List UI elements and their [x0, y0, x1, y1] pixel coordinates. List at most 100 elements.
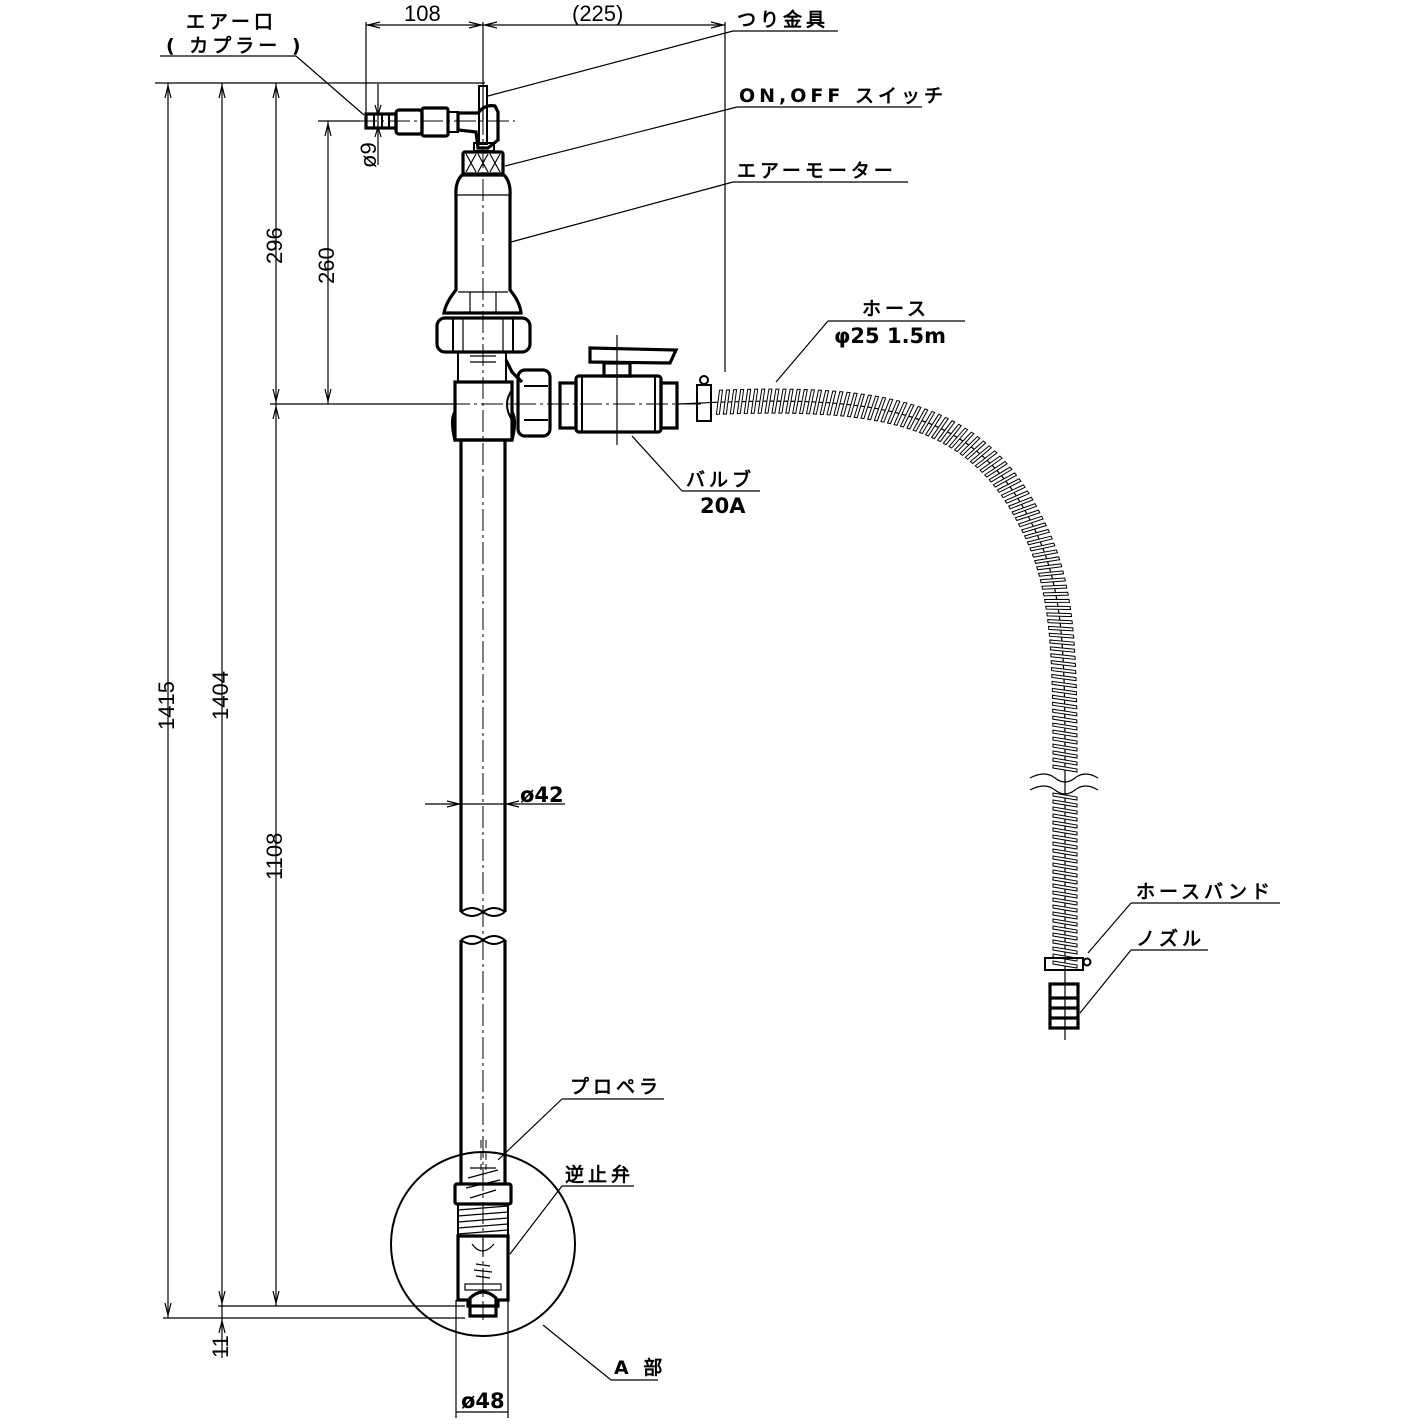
dim-o42: ø42 — [520, 783, 564, 807]
check-valve-seat — [464, 1283, 502, 1291]
leader-switch — [504, 106, 738, 167]
arrow-icon — [164, 85, 172, 99]
label-valve: バルブ — [686, 468, 755, 491]
dim-o48: ø48 — [461, 1389, 505, 1413]
coupler-body — [420, 106, 450, 138]
arrow-icon — [218, 1320, 226, 1334]
hose-rib — [912, 408, 929, 432]
arrow-icon — [218, 1290, 226, 1304]
hose-rib — [1047, 619, 1073, 625]
hose-rib — [906, 405, 922, 430]
hose-rib — [1052, 743, 1078, 752]
hose-rib — [743, 388, 752, 414]
hose-rib — [1052, 960, 1078, 969]
hose-rib — [1052, 757, 1078, 766]
hose-rib — [757, 388, 766, 414]
arrow-icon — [324, 388, 332, 402]
hose-rib — [785, 388, 794, 414]
hose-rib — [853, 393, 865, 419]
hose — [677, 375, 1099, 1040]
hose-rib — [792, 388, 801, 414]
hose-break-line — [1029, 773, 1099, 783]
hose-rib — [1039, 577, 1066, 584]
hose-rib — [1052, 869, 1078, 878]
break-line — [460, 907, 506, 917]
hose-rib — [1051, 680, 1077, 689]
hose-rib — [880, 398, 894, 423]
hose-rib — [1052, 729, 1078, 738]
hose-rib — [893, 401, 908, 426]
label-hanger: つり金具 — [737, 8, 829, 31]
hose-rib — [1014, 509, 1041, 522]
hose-rib — [1023, 528, 1051, 540]
hose-rib — [1044, 598, 1071, 603]
hose-rib — [1046, 612, 1073, 618]
dim-1404: 1404 — [208, 671, 233, 720]
hose-rib — [1029, 542, 1056, 552]
hose-rib — [1052, 848, 1078, 857]
hose-rib — [948, 427, 969, 449]
check-valve-body — [456, 1234, 510, 1308]
leader-nozzle — [1079, 949, 1132, 1014]
hose-rib — [1052, 750, 1078, 759]
hose-rib — [1042, 591, 1069, 597]
valve-handle — [588, 346, 679, 365]
hose-rib — [1011, 503, 1038, 516]
label-valve-spec: 20A — [700, 494, 746, 518]
label-nozzle: ノズル — [1136, 927, 1205, 950]
hose-rib — [1051, 687, 1077, 696]
hose-rib — [798, 389, 808, 415]
detail-a-circle — [390, 1151, 576, 1337]
hose-rib — [1052, 890, 1078, 899]
ball-valve — [558, 335, 679, 445]
hose-rib — [1052, 946, 1078, 955]
hose-rib — [1052, 939, 1078, 948]
hose-rib — [1052, 708, 1078, 717]
label-check-valve: 逆止弁 — [565, 1163, 634, 1186]
hose-rib — [1026, 535, 1053, 546]
hose-rib — [1052, 855, 1078, 864]
label-hose-band: ホースバンド — [1136, 881, 1274, 903]
dim-225: (225) — [572, 1, 623, 26]
arrow-icon — [272, 85, 280, 99]
valve-end-right — [659, 381, 679, 430]
hose-rib — [1045, 605, 1072, 610]
hose-break-line — [1029, 785, 1099, 795]
leader-propeller — [497, 1098, 563, 1161]
hose-rib — [1052, 897, 1078, 906]
coupler-nut — [394, 108, 424, 136]
hose-rib — [1052, 792, 1078, 801]
hose-rib — [1037, 570, 1065, 577]
hose-rib — [736, 388, 745, 415]
leader-valve — [631, 435, 683, 492]
label-hose: ホース — [862, 298, 930, 320]
arrow-icon — [710, 21, 724, 29]
hose-rib — [1052, 736, 1078, 745]
band-screw — [1082, 957, 1092, 967]
hose-rib — [1052, 911, 1078, 920]
hose-rib — [1052, 764, 1078, 773]
label-propeller: プロペラ — [570, 1075, 662, 1098]
hose-rib — [819, 390, 830, 415]
hose-rib — [715, 389, 724, 415]
label-air-inlet-sub: ( カプラー ) — [166, 34, 305, 57]
hose-rib — [1052, 876, 1078, 885]
label-air-inlet: エアー口 — [186, 11, 277, 33]
dim-o9: ø9 — [356, 142, 381, 168]
hose-rib — [1052, 841, 1078, 850]
hose-rib — [936, 420, 956, 443]
hose-rib — [1050, 653, 1076, 660]
callouts: エアー口 ( カプラー ) つり金具 ON,OFF スイッチ エアーモーター ホ… — [160, 8, 1280, 1381]
outlet-union-nut — [516, 368, 552, 438]
horizontal-dimensions: 108 (225) ø9 — [356, 1, 726, 372]
hose-rib — [1052, 722, 1078, 731]
hose-rib — [1036, 563, 1063, 571]
hose-corrugation — [715, 388, 1078, 969]
hose-rib — [930, 416, 949, 440]
hose-rib — [1000, 484, 1026, 499]
leader-hose-band — [1087, 902, 1132, 954]
arrow-icon — [468, 21, 482, 29]
hose-rib — [1052, 925, 1078, 934]
tee-lower — [450, 411, 517, 442]
hose-rib — [1051, 694, 1078, 703]
